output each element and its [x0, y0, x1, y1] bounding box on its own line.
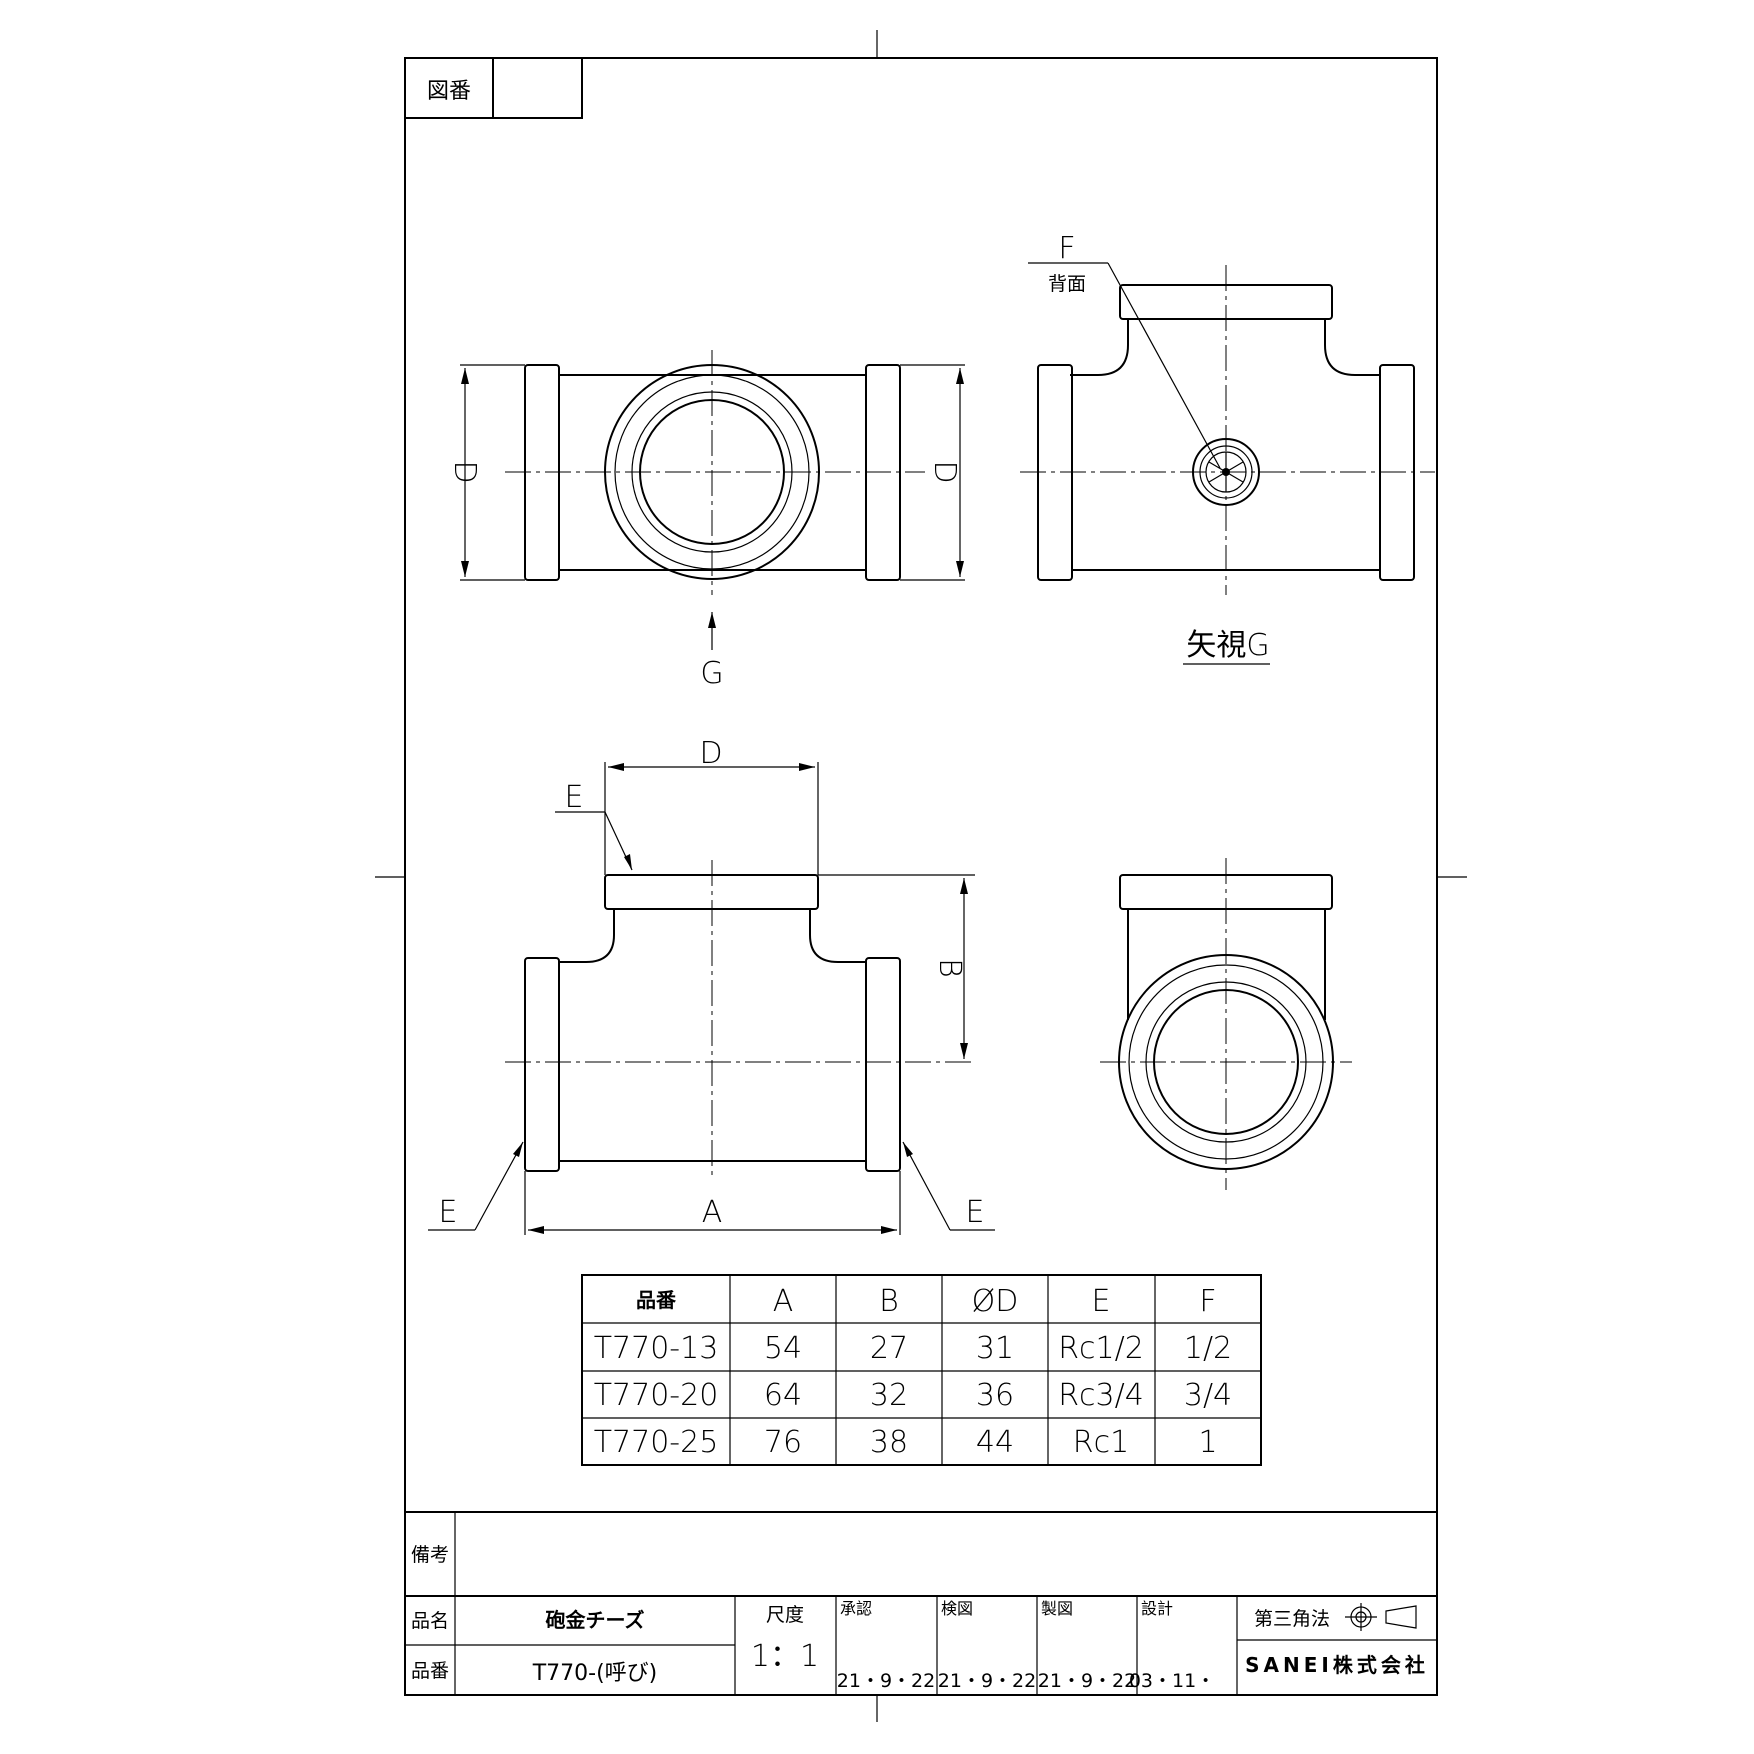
design-date: 03・11・: [1129, 1670, 1215, 1692]
table-cell: T770-13: [594, 1331, 719, 1366]
dim-D-right: D: [927, 460, 962, 483]
drawing-border: [404, 57, 1438, 1696]
table-header: B: [879, 1284, 899, 1319]
table-cell: 54: [764, 1331, 802, 1366]
label-F: F: [1058, 231, 1075, 266]
table-cell: Rc3/4: [1058, 1378, 1144, 1413]
dim-D-top: D: [699, 736, 722, 771]
table-header: E: [1092, 1284, 1111, 1319]
table-header: ØD: [972, 1284, 1019, 1319]
table-cell: 3/4: [1184, 1378, 1232, 1413]
table-cell: 36: [976, 1378, 1014, 1413]
remarks-label: 備考: [411, 1544, 449, 1566]
label-back: 背面: [1048, 273, 1086, 295]
drawing-number-label: 図番: [427, 79, 471, 104]
company-name: SANEI株式会社: [1245, 1653, 1429, 1677]
scale-value: 1：1: [751, 1639, 819, 1674]
table-cell: T770-25: [594, 1425, 719, 1460]
dim-D-left: D: [447, 460, 482, 483]
table-cell: T770-20: [594, 1378, 719, 1413]
view-G: F 背面 矢視G: [1020, 231, 1435, 665]
code-value: T770-(呼び): [532, 1661, 658, 1686]
drawn-date: 21・9・22: [1038, 1670, 1136, 1692]
table-cell: 1: [1198, 1425, 1217, 1460]
table-cell: 1/2: [1184, 1331, 1232, 1366]
design-label: 設計: [1141, 1599, 1173, 1618]
arrow-G-label: G: [700, 656, 723, 691]
name-label: 品名: [411, 1610, 449, 1632]
dimension-table: 品番 A B ØD E F T770-13 54 27 31 Rc1/2 1/2…: [581, 1274, 1262, 1466]
checked-date: 21・9・22: [938, 1670, 1036, 1692]
table-header: 品番: [636, 1288, 677, 1312]
dim-A: A: [702, 1195, 723, 1230]
table-cell: Rc1: [1073, 1425, 1129, 1460]
table-cell: 76: [764, 1425, 802, 1460]
dim-E-right: E: [966, 1195, 985, 1230]
dim-E-left: E: [439, 1195, 458, 1230]
projection-label: 第三角法: [1254, 1608, 1330, 1630]
code-label: 品番: [411, 1660, 449, 1682]
table-cell: 38: [870, 1425, 908, 1460]
side-view: D E B A E E: [428, 736, 995, 1235]
table-cell: Rc1/2: [1058, 1331, 1144, 1366]
table-header: F: [1199, 1284, 1216, 1319]
table-cell: 32: [870, 1378, 908, 1413]
table-cell: 27: [870, 1331, 908, 1366]
third-angle-projection-icon: [1345, 1603, 1417, 1631]
table-cell: 64: [764, 1378, 802, 1413]
table-cell: 44: [976, 1425, 1014, 1460]
front-view: D D G: [447, 350, 965, 691]
drawn-label: 製図: [1041, 1599, 1073, 1618]
table-header: A: [773, 1284, 794, 1319]
title-block: 備考 品名 砲金チーズ 品番 T770-(呼び) 尺度 1：1 承認 21・9・…: [405, 1511, 1437, 1695]
view-G-label: 矢視G: [1186, 628, 1269, 663]
end-view: [1100, 858, 1352, 1190]
name-value: 砲金チーズ: [546, 1608, 645, 1632]
dim-E-top: E: [565, 780, 584, 815]
table-cell: 31: [976, 1331, 1014, 1366]
approved-label: 承認: [840, 1599, 872, 1618]
approved-date: 21・9・22: [837, 1670, 935, 1692]
registration-marks: [375, 30, 1467, 1722]
checked-label: 検図: [941, 1599, 973, 1618]
dim-B: B: [932, 958, 967, 978]
scale-label: 尺度: [766, 1604, 804, 1626]
drawing-number-box: 図番: [404, 57, 583, 119]
